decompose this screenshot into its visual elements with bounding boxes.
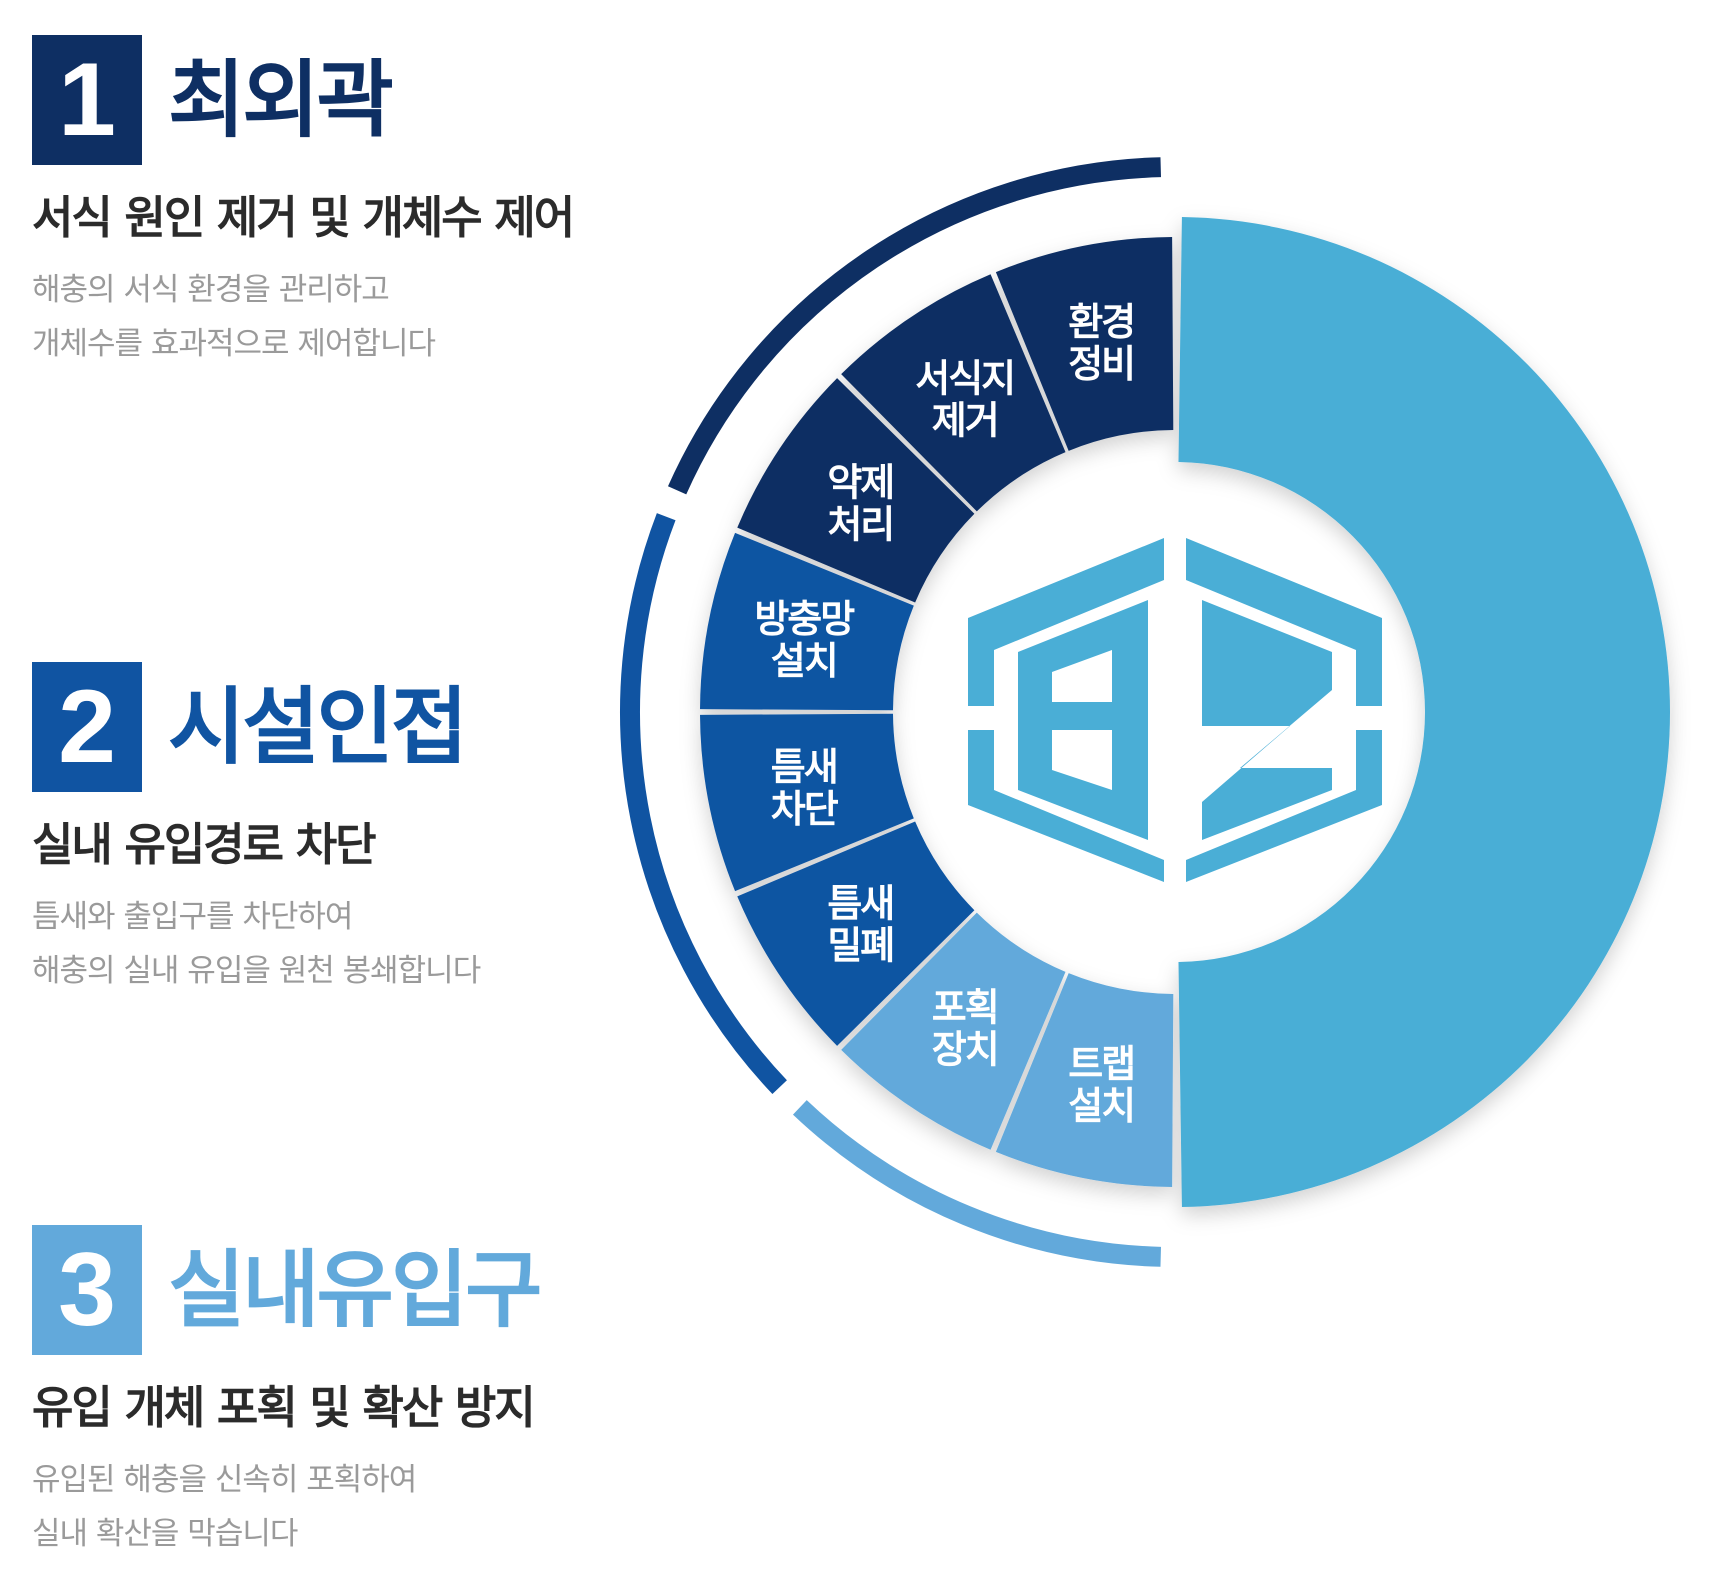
stage-3-arc	[792, 1100, 1161, 1267]
logo-frame-left	[968, 538, 1164, 706]
segment-1	[995, 237, 1174, 451]
stage-2-number-badge: 2	[32, 662, 142, 792]
segment-label-line: 트랩	[1068, 1042, 1134, 1086]
stage-2-title: 시설인접	[168, 678, 468, 776]
stage-2-description: 틈새와 출입구를 차단하여 해충의 실내 유입을 원천 봉쇄합니다	[32, 890, 672, 998]
stage-3-number-badge: 3	[32, 1225, 142, 1355]
stage-1-arc	[667, 157, 1161, 495]
stage-3-description: 유입된 해충을 신속히 포획하여 실내 확산을 막습니다	[32, 1453, 672, 1561]
stage-2-desc-line: 틈새와 출입구를 차단하여	[32, 899, 353, 935]
segment-label-line: 약제	[827, 461, 893, 505]
segment-label-line: 방충망	[754, 597, 855, 641]
logo-letter-b	[1018, 600, 1148, 840]
stage-2-desc-line: 해충의 실내 유입을 원천 봉쇄합니다	[32, 953, 481, 989]
segment-8	[995, 973, 1174, 1187]
stage-outer-arcs	[620, 157, 1161, 1267]
stage-1-desc-line: 개체수를 효과적으로 제어합니다	[32, 326, 436, 362]
hexagon-bz-logo-icon	[968, 538, 1382, 882]
segment-6	[737, 821, 975, 1046]
segment-label-line: 처리	[827, 503, 893, 547]
stage-1-desc-line: 해충의 서식 환경을 관리하고	[32, 272, 390, 308]
stage-3-title: 실내유입구	[168, 1241, 542, 1339]
stage-2-section: 2 시설인접 실내 유입경로 차단 틈새와 출입구를 차단하여 해충의 실내 유…	[32, 662, 672, 998]
segment-label-line: 차단	[771, 787, 839, 831]
stage-3-heading: 3 실내유입구	[32, 1225, 672, 1355]
segment-label-line: 설치	[1068, 1084, 1134, 1128]
stage-1-number-badge: 1	[32, 35, 142, 165]
logo-frame-right	[1186, 538, 1382, 706]
stage-3-desc-line: 실내 확산을 막습니다	[32, 1516, 298, 1552]
stage-1-title: 최외곽	[168, 51, 394, 149]
diagram-segments	[700, 217, 1671, 1207]
segment-4	[700, 532, 914, 711]
segment-7	[841, 912, 1066, 1150]
stage-1-section: 1 최외곽 서식 원인 제거 및 개체수 제어 해충의 서식 환경을 관리하고 …	[32, 35, 672, 371]
segment-3	[737, 378, 975, 603]
logo-letter-z	[1202, 600, 1332, 840]
segment-label-line: 제거	[932, 398, 998, 442]
stage-1-description: 해충의 서식 환경을 관리하고 개체수를 효과적으로 제어합니다	[32, 263, 672, 371]
segment-label-line: 정비	[1068, 342, 1134, 386]
stage-3-subtitle: 유입 개체 포획 및 확산 방지	[32, 1381, 536, 1434]
segment-label-line: 서식지	[915, 356, 1014, 400]
stage-3-desc-line: 유입된 해충을 신속히 포획하여	[32, 1462, 417, 1498]
logo-frame-right-bottom	[1186, 730, 1382, 882]
segment-label-line: 포획	[932, 986, 998, 1030]
segment-label-line: 설치	[771, 639, 837, 683]
segment-label-line: 틈새	[771, 745, 837, 789]
segment-5	[700, 713, 914, 892]
logo-frame-left-bottom	[968, 730, 1164, 882]
segment-2	[841, 274, 1066, 512]
stage-1-heading: 1 최외곽	[32, 35, 672, 165]
stage-2-subtitle: 실내 유입경로 차단	[32, 818, 377, 871]
stage-1-subtitle: 서식 원인 제거 및 개체수 제어	[32, 191, 575, 244]
segment-label-line: 장치	[932, 1028, 998, 1072]
segment-label-line: 환경	[1068, 300, 1134, 344]
segment-label-line: 밀폐	[827, 923, 893, 967]
stage-2-arc	[620, 513, 787, 1095]
stage-2-heading: 2 시설인접	[32, 662, 672, 792]
main-half-ring-segment	[1178, 217, 1671, 1207]
segment-label-line: 틈새	[827, 881, 893, 925]
stage-3-section: 3 실내유입구 유입 개체 포획 및 확산 방지 유입된 해충을 신속히 포획하…	[32, 1225, 672, 1561]
